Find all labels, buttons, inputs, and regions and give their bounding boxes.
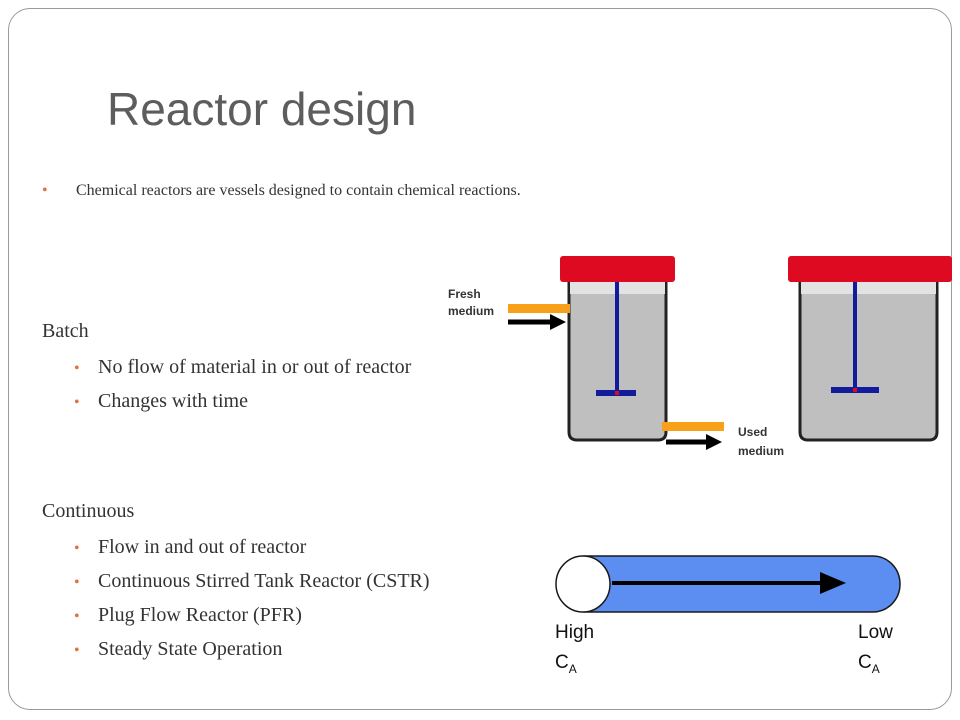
bullet-dot: •: [74, 574, 80, 591]
low-label: Low: [858, 622, 893, 643]
bullet-dot: •: [42, 182, 48, 199]
list-item: • Flow in and out of reactor: [74, 535, 430, 569]
list-item: • Steady State Operation: [74, 637, 430, 671]
continuous-item-label: Steady State Operation: [98, 638, 283, 660]
tank-headspace: [801, 282, 936, 294]
list-item: • Plug Flow Reactor (PFR): [74, 603, 430, 637]
bullet-dot: •: [74, 608, 80, 625]
conc-subscript: A: [872, 662, 880, 676]
bullet-dot: •: [74, 540, 80, 557]
list-item: • No flow of material in or out of reacto…: [74, 355, 411, 389]
batch-item-label: Changes with time: [98, 390, 248, 412]
high-conc-label: CA: [555, 652, 577, 676]
agitator-shaft: [615, 282, 619, 392]
tank-left: [560, 256, 675, 442]
tank-body: [798, 280, 939, 442]
list-item: • Continuous Stirred Tank Reactor (CSTR): [74, 569, 430, 603]
list-item: • Changes with time: [74, 389, 411, 423]
slide-title: Reactor design: [107, 83, 417, 135]
pfr-tube-opening: [555, 555, 611, 613]
impeller-hub: [853, 388, 857, 392]
outlet-arrow: [666, 434, 722, 450]
intro-bullet: • Chemical reactors are vessels designed …: [42, 182, 521, 200]
tank-right: [788, 256, 952, 442]
fresh-label-1: Fresh: [448, 287, 481, 301]
conc-symbol: C: [858, 652, 872, 673]
batch-list: • No flow of material in or out of reacto…: [74, 355, 411, 423]
continuous-item-label: Continuous Stirred Tank Reactor (CSTR): [98, 570, 430, 592]
tank-lid: [788, 256, 952, 282]
low-conc-label: CA: [858, 652, 880, 676]
continuous-item-label: Flow in and out of reactor: [98, 536, 307, 558]
continuous-item-label: Plug Flow Reactor (PFR): [98, 604, 302, 626]
bullet-dot: •: [74, 642, 80, 659]
conc-subscript: A: [569, 662, 577, 676]
intro-text: Chemical reactors are vessels designed t…: [76, 182, 521, 199]
continuous-heading: Continuous: [42, 500, 135, 522]
agitator-shaft: [853, 282, 857, 390]
batch-heading: Batch: [42, 320, 89, 342]
inlet-pipe: [508, 304, 570, 313]
fresh-label-2: medium: [448, 304, 494, 318]
high-label: High: [555, 622, 594, 643]
bullet-dot: •: [74, 360, 80, 377]
outlet-pipe: [662, 422, 724, 431]
impeller-hub: [615, 391, 619, 395]
used-label-1: Used: [738, 425, 767, 439]
inlet-arrow: [508, 314, 566, 330]
tank-lid: [560, 256, 675, 282]
batch-item-label: No flow of material in or out of reactor: [98, 356, 412, 378]
conc-symbol: C: [555, 652, 569, 673]
bullet-dot: •: [74, 394, 80, 411]
continuous-list: • Flow in and out of reactor • Continuous …: [74, 535, 430, 671]
used-label-2: medium: [738, 444, 784, 458]
flow-arrow: [612, 572, 846, 594]
